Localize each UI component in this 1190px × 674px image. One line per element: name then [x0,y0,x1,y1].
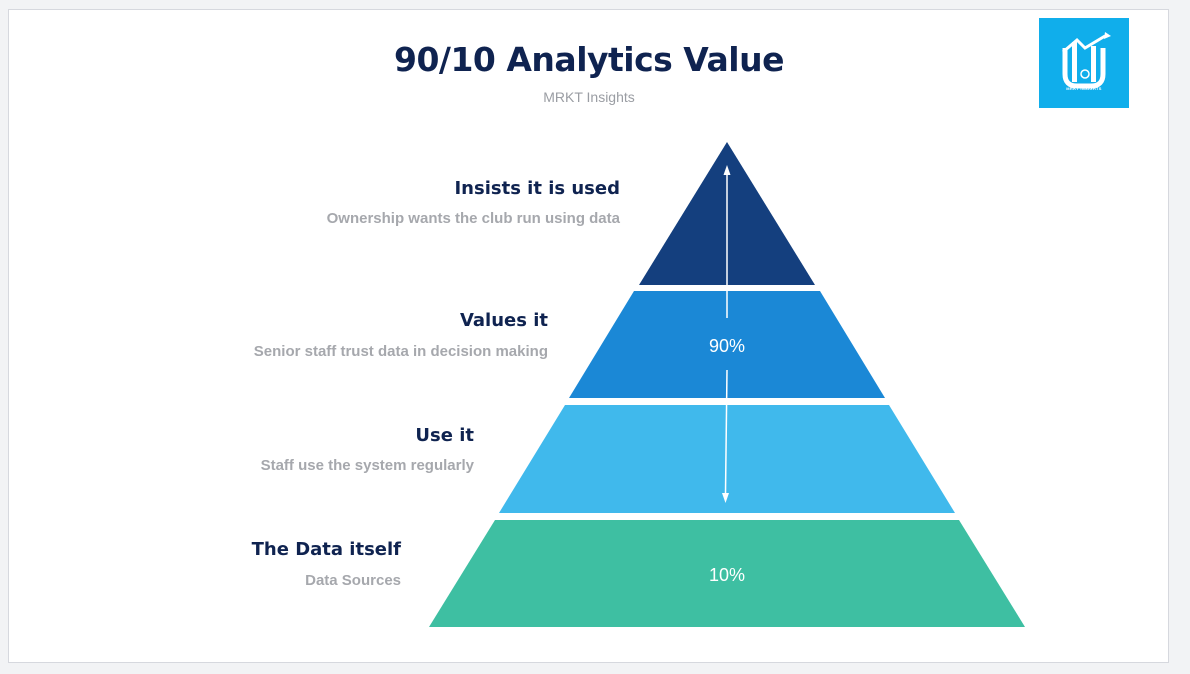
mrkt-insights-logo: MRKT INSIGHTS [1039,18,1129,108]
page-title: 90/10 Analytics Value [394,40,784,79]
ninety-percent-label: 90% [708,336,746,356]
level-desc-values: Senior staff trust data in decision maki… [253,343,548,360]
level-title-insists: Insists it is used [454,178,620,199]
pyramid-level-values [569,291,885,398]
level-desc-data: Data Sources [305,572,401,589]
page-subtitle: MRKT Insights [543,89,635,105]
level-desc-insists: Ownership wants the club run using data [326,210,620,227]
logo-mark-icon [1062,32,1111,89]
level-title-values: Values it [459,310,548,331]
level-title-use: Use it [415,425,474,446]
logo-text: MRKT INSIGHTS [1066,86,1102,91]
ninety-percent-arrow [722,165,731,503]
ten-percent-label: 10% [708,565,746,585]
level-title-data: The Data itself [251,539,401,560]
pyramid-level-data [429,520,1025,627]
pyramid-level-use [499,405,955,513]
level-desc-use: Staff use the system regularly [260,457,474,474]
